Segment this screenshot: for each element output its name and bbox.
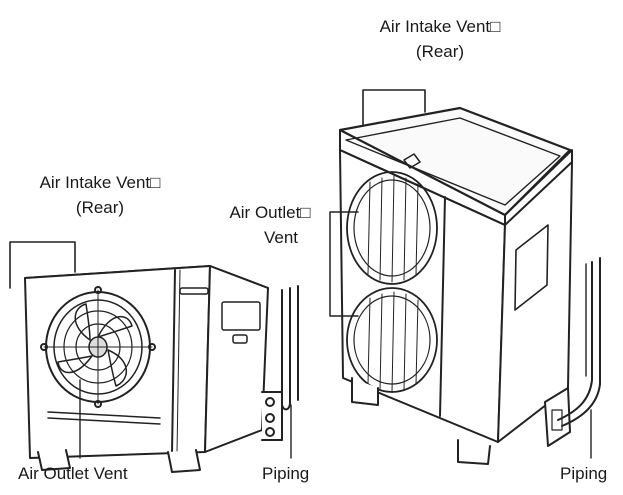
right-fan-lower	[346, 287, 438, 393]
left-intake-vent-label-line1: Air Intake Vent□	[39, 173, 161, 192]
left-piping-drawing	[261, 285, 299, 441]
right-piping-drawing	[544, 257, 601, 447]
left-outdoor-unit	[9, 241, 299, 473]
left-outlet-vent-label: Air Outlet Vent	[18, 464, 128, 483]
right-fan-upper	[346, 171, 438, 285]
right-intake-vent-label-line2: (Rear)	[415, 42, 465, 61]
right-outlet-vent-label: Air Outlet□ Vent	[210, 203, 330, 248]
left-intake-vent-label-line2: (Rear)	[75, 198, 125, 217]
right-outlet-vent-label-line1: Air Outlet□	[229, 203, 311, 222]
left-intake-vent-label: Air Intake Vent□ (Rear)	[10, 173, 190, 218]
right-piping-label: Piping	[560, 464, 608, 483]
left-piping-label: Piping	[262, 464, 310, 483]
right-intake-vent-label-line1: Air Intake Vent□	[379, 17, 501, 36]
right-outlet-vent-label-line2: Vent	[263, 228, 299, 247]
left-fan-grille	[40, 286, 156, 408]
right-intake-vent-label: Air Intake Vent□ (Rear)	[350, 17, 530, 62]
right-outdoor-unit	[329, 89, 601, 465]
